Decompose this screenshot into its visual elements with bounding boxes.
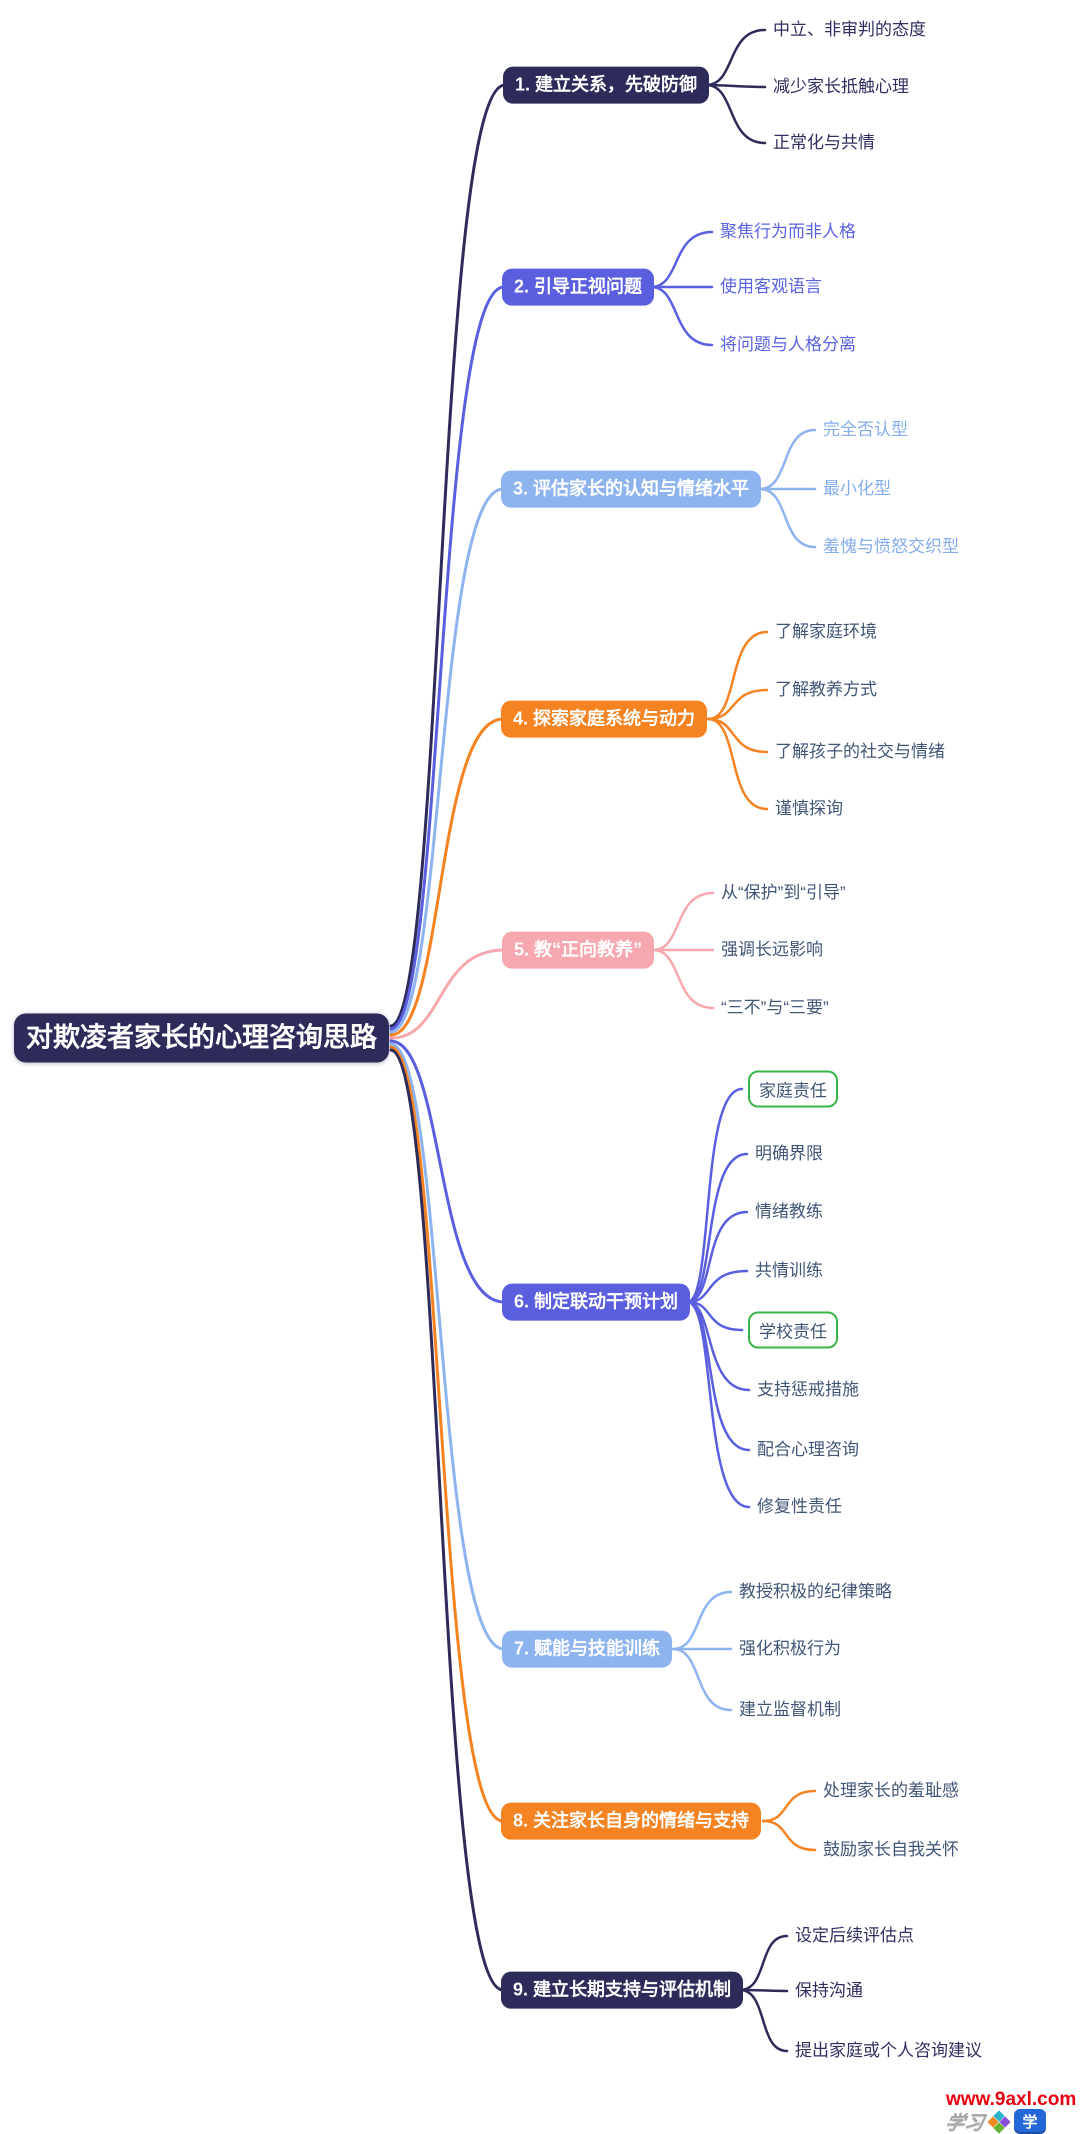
child-node-6-4[interactable]: 共情训练: [755, 1260, 823, 1280]
connector-b6-c1: [686, 1087, 744, 1304]
connector-root-branch-8: [389, 1045, 505, 1823]
child-node-9-2[interactable]: 保持沟通: [795, 1980, 863, 2000]
connector-root-branch-4: [389, 717, 505, 1037]
connector-b6-c5: [686, 1300, 744, 1332]
child-node-1-3[interactable]: 正常化与共情: [773, 132, 875, 152]
connector-b4-c1: [706, 630, 769, 721]
child-node-4-3[interactable]: 了解孩子的社交与情绪: [775, 741, 945, 761]
child-node-6-6[interactable]: 支持惩戒措施: [757, 1379, 859, 1399]
child-node-6-3[interactable]: 情绪教练: [755, 1201, 823, 1221]
root-branch-connectors: [389, 83, 507, 1992]
branch-child-connectors: [649, 28, 817, 2053]
child-node-2-2[interactable]: 使用客观语言: [720, 276, 822, 296]
child-node-7-1[interactable]: 教授积极的纪律策略: [739, 1581, 892, 1601]
blue-app-icon: 学: [1014, 2109, 1047, 2134]
connector-b7-c1: [671, 1590, 733, 1651]
connector-b1-c1: [704, 28, 767, 87]
watermark-logo: 学习 学: [943, 2108, 1047, 2134]
child-node-4-1[interactable]: 了解家庭环境: [775, 621, 877, 641]
child-node-4-2[interactable]: 了解教养方式: [775, 679, 877, 699]
connector-b9-c3: [738, 1988, 789, 2053]
child-node-6-8[interactable]: 修复性责任: [757, 1496, 842, 1516]
connector-b6-c3: [686, 1210, 749, 1304]
branch-node-7[interactable]: 7. 赋能与技能训练: [502, 1630, 673, 1668]
watermark-brand-script: 学习: [943, 2112, 987, 2134]
child-node-9-1[interactable]: 设定后续评估点: [795, 1925, 914, 1945]
child-node-5-2[interactable]: 强调长远影响: [721, 939, 823, 959]
child-node-6-5-highlighted[interactable]: 学校责任: [748, 1311, 838, 1349]
connector-root-branch-7: [389, 1042, 506, 1651]
child-node-2-3[interactable]: 将问题与人格分离: [720, 334, 856, 354]
connector-b6-c4: [686, 1269, 749, 1304]
child-node-2-1[interactable]: 聚焦行为而非人格: [720, 221, 856, 241]
connector-b4-c2: [706, 688, 769, 721]
diamond-cluster-icon: [987, 2109, 1011, 2134]
branch-node-4[interactable]: 4. 探索家庭系统与动力: [501, 700, 708, 738]
branch-node-9[interactable]: 9. 建立长期支持与评估机制: [501, 1971, 744, 2009]
child-node-1-2[interactable]: 减少家长抵触心理: [773, 76, 909, 96]
connector-b5-c3: [651, 948, 715, 1010]
root-node[interactable]: 对欺凌者家长的心理咨询思路: [14, 1013, 389, 1063]
connector-root-branch-9: [389, 1048, 505, 1992]
connector-root-branch-6: [389, 1039, 506, 1304]
connector-b3-c1: [758, 428, 817, 491]
child-node-6-1-highlighted[interactable]: 家庭责任: [748, 1070, 838, 1108]
branch-node-6[interactable]: 6. 制定联动干预计划: [502, 1283, 691, 1321]
child-node-3-3[interactable]: 羞愧与愤怒交织型: [823, 536, 959, 556]
connector-b6-c2: [686, 1152, 749, 1304]
branch-node-5[interactable]: 5. 教“正向教养”: [502, 931, 655, 969]
connector-b2-c1: [649, 230, 714, 289]
connector-root-branch-5: [389, 948, 506, 1040]
connector-root-branch-2: [389, 285, 506, 1031]
branch-node-2[interactable]: 2. 引导正视问题: [502, 268, 655, 306]
child-node-9-3[interactable]: 提出家庭或个人咨询建议: [795, 2040, 982, 2060]
connector-b3-c3: [758, 487, 817, 549]
child-node-4-4[interactable]: 谨慎探询: [775, 798, 843, 818]
connector-b2-c3: [649, 285, 714, 347]
connector-b6-c8: [686, 1300, 751, 1509]
connector-b8-c1: [761, 1789, 817, 1823]
connector-b4-c3: [706, 717, 769, 754]
watermark-url[interactable]: www.9axl.com: [946, 2089, 1077, 2110]
child-node-7-3[interactable]: 建立监督机制: [739, 1699, 841, 1719]
child-node-7-2[interactable]: 强化积极行为: [739, 1638, 841, 1658]
branch-node-1[interactable]: 1. 建立关系，先破防御: [503, 66, 710, 104]
connector-b9-c1: [738, 1934, 789, 1992]
child-node-8-2[interactable]: 鼓励家长自我关怀: [823, 1839, 959, 1859]
child-node-8-1[interactable]: 处理家长的羞耻感: [823, 1780, 959, 1800]
connector-b4-c4: [706, 717, 769, 811]
child-node-1-1[interactable]: 中立、非审判的态度: [773, 19, 926, 39]
connector-root-branch-1: [389, 83, 507, 1028]
child-node-3-2[interactable]: 最小化型: [823, 478, 891, 498]
child-node-5-3[interactable]: “三不”与“三要”: [721, 997, 829, 1017]
branch-node-8[interactable]: 8. 关注家长自身的情绪与支持: [501, 1802, 762, 1840]
connector-b7-c3: [671, 1647, 733, 1712]
child-node-6-7[interactable]: 配合心理咨询: [757, 1439, 859, 1459]
connector-b1-c3: [704, 83, 767, 145]
child-node-5-1[interactable]: 从“保护”到“引导”: [721, 882, 846, 902]
child-node-6-2[interactable]: 明确界限: [755, 1143, 823, 1163]
connector-b5-c1: [651, 891, 715, 952]
child-node-3-1[interactable]: 完全否认型: [823, 419, 908, 439]
connector-b8-c2: [761, 1819, 817, 1852]
branch-node-3[interactable]: 3. 评估家长的认知与情绪水平: [501, 470, 762, 508]
connector-root-branch-3: [389, 487, 505, 1034]
